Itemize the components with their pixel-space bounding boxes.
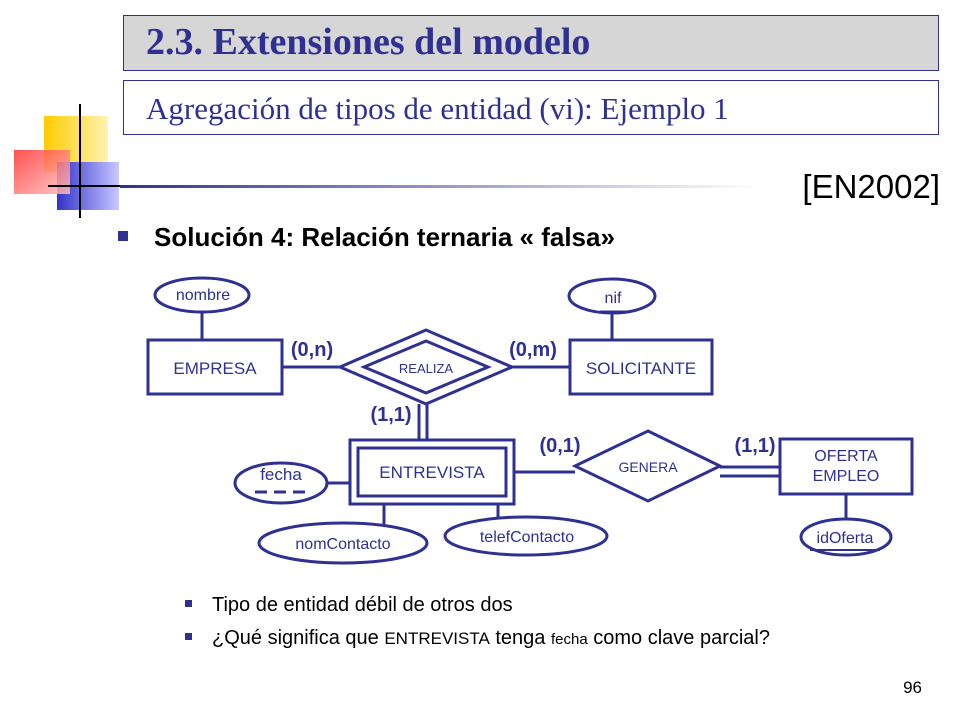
entity-empresa-label: EMPRESA: [173, 359, 257, 378]
attribute-nombre: [153, 276, 251, 314]
attribute-nombre-label: nombre: [176, 287, 230, 304]
cardinality-solicitante-realiza: (0,m): [509, 339, 557, 361]
cardinality-entrevista-genera: (0,1): [539, 435, 580, 457]
cardinality-realiza-entrevista: (1,1): [370, 404, 411, 426]
attribute-nomcontacto-label: nomContacto: [295, 536, 390, 553]
entity-oferta-label-2: EMPLEO: [813, 468, 880, 485]
attribute-nomcontacto: [257, 521, 429, 565]
attribute-fecha-label: fecha: [260, 465, 302, 484]
page-title: 2.3. Extensiones del modelo: [146, 21, 591, 63]
main-bullet-text: Solución 4: Relación ternaria « falsa»: [154, 222, 615, 252]
entity-entrevista-inner: [356, 446, 508, 498]
entity-oferta-label-1: OFERTA: [814, 448, 878, 465]
bullet-square-icon: [118, 231, 128, 242]
entity-oferta-empleo: [778, 437, 914, 496]
relationship-genera: [571, 429, 724, 503]
main-bullet: Solución 4: Relación ternaria « falsa»: [118, 222, 615, 253]
entity-solicitante-label: SOLICITANTE: [586, 359, 696, 378]
sub-bullet-2-entity: ENTREVISTA: [384, 629, 490, 648]
attribute-idoferta-label: idOferta: [817, 530, 874, 547]
entity-entrevista-label: ENTREVISTA: [379, 463, 485, 482]
sub-bullet-1: Tipo de entidad débil de otros dos: [185, 594, 513, 617]
attribute-nif-label: nif: [605, 290, 622, 307]
sub-bullet-2-attr: fecha: [550, 631, 588, 648]
sub-bullet-1-text: Tipo de entidad débil de otros dos: [212, 594, 513, 616]
bullet-square-icon: [185, 633, 192, 641]
sub-bullet-2-part3: tenga: [489, 627, 551, 649]
bullet-square-icon: [185, 600, 192, 608]
cardinality-genera-oferta: (1,1): [734, 435, 775, 457]
relationship-genera-label: GENERA: [618, 459, 678, 475]
cardinality-empresa-realiza: (0,n): [291, 339, 333, 361]
header-rule: [120, 185, 760, 188]
page-number: 96: [903, 678, 922, 697]
attribute-idoferta: [799, 517, 893, 557]
sub-bullet-2-part5: como clave parcial?: [587, 627, 770, 649]
subtitle-bar: Agregación de tipos de entidad (vi): Eje…: [123, 80, 939, 135]
attribute-telefcontacto: [443, 515, 609, 557]
reference-label: [EN2002]: [802, 168, 940, 205]
relationship-realiza-inner: [360, 339, 492, 395]
attribute-telefcontacto-label: telefContacto: [480, 529, 574, 546]
entity-solicitante: [568, 338, 714, 396]
entity-empresa: [146, 338, 284, 396]
sub-bullet-2-part1: ¿Qué significa que: [212, 627, 385, 649]
sub-bullet-2: ¿Qué significa que ENTREVISTA tenga fech…: [185, 627, 770, 650]
title-bar: 2.3. Extensiones del modelo: [123, 15, 939, 71]
relationship-realiza-label: REALIZA: [399, 361, 454, 376]
page-subtitle: Agregación de tipos de entidad (vi): Eje…: [146, 91, 729, 126]
